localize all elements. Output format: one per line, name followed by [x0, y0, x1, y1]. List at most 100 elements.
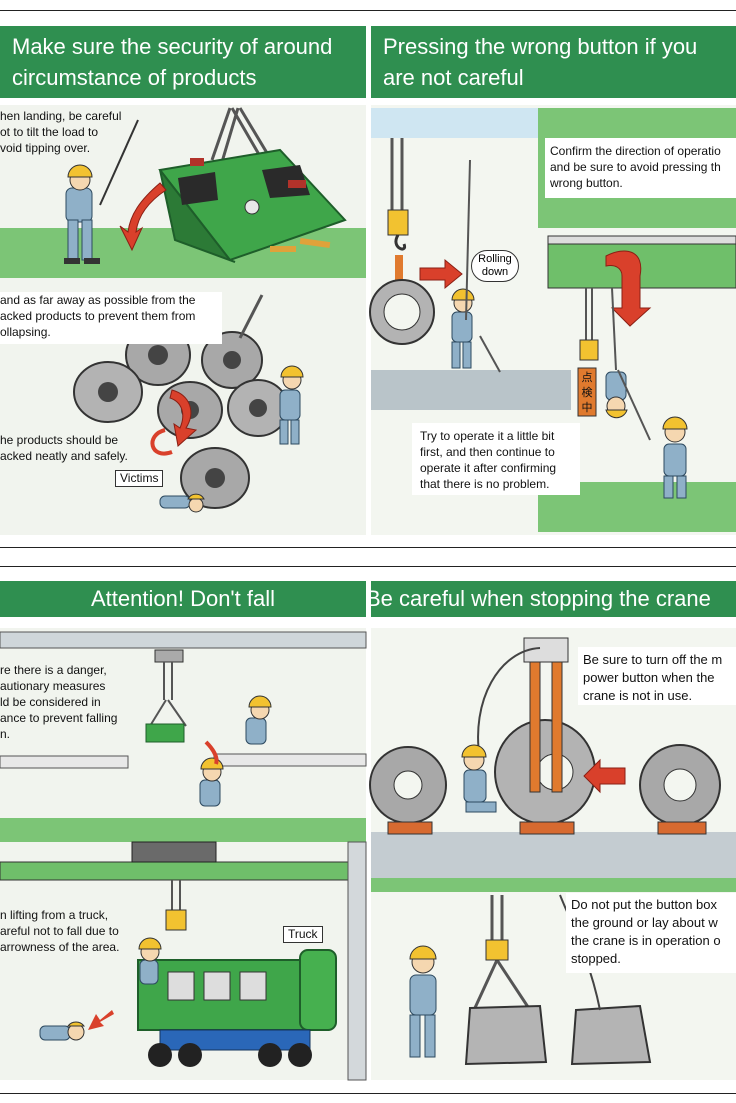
worker-icon-1	[64, 119, 139, 264]
red-arrow-icon-4	[605, 250, 652, 327]
caption-operate-little: Try to operate it a little bit first, an…	[420, 428, 556, 492]
wood-block-2	[270, 246, 296, 252]
stone-block-icon-1	[464, 1004, 548, 1066]
caption-bg-stand	[0, 292, 222, 344]
caption-operate-line2: first, and then continue to	[420, 445, 555, 459]
red-arrow-icon-2	[169, 389, 198, 447]
caption-operate-line1: Try to operate it a little bit	[420, 429, 555, 443]
caption-turnoff-line1: Be sure to turn off the m	[583, 652, 723, 667]
header-top-right-line2: are not careful	[383, 65, 524, 90]
crane-rope-icon-2	[149, 662, 187, 727]
red-arrow-icon-3	[419, 258, 463, 290]
caption-stacked-line2: acked neatly and safely.	[0, 449, 128, 463]
caption-buttonbox-line3: the crane is in operation o	[571, 933, 721, 948]
caption-landing-line2: ot to tilt the load to	[0, 125, 99, 139]
ledge-2	[213, 753, 367, 767]
warning-sign	[577, 367, 597, 417]
header-bottom-left-text: Attention! Don't fall	[91, 586, 275, 611]
caption-danger-line2: autionary measures	[0, 679, 106, 693]
header-bottom-right-text: Be careful when stopping the crane	[371, 586, 711, 611]
falling-worker-icon	[199, 757, 224, 807]
middle-border-b	[0, 566, 736, 567]
middle-border-a	[0, 547, 736, 548]
caption-landing-line3: void tipping over.	[0, 141, 91, 155]
hook-block-3	[154, 649, 184, 663]
top-border	[0, 10, 736, 11]
truck-label: Truck	[283, 926, 323, 943]
rolling-down-line1: Rolling	[478, 253, 512, 265]
worker-icon-4	[605, 371, 628, 419]
header-top-left-line1: Make sure the security of around	[12, 34, 333, 59]
warning-sign-text: 点 検 中	[580, 370, 594, 415]
crane-rail	[547, 235, 736, 245]
caption-confirm-direction: Confirm the direction of operatio and be…	[550, 143, 721, 191]
caption-bg-buttonbox	[566, 893, 736, 973]
caption-danger-line3: ld be considered in	[0, 695, 101, 709]
crane-hook-icon-2	[585, 287, 617, 371]
caption-bg-operate	[412, 423, 580, 495]
trolley	[131, 841, 217, 863]
crane-girder	[547, 239, 736, 289]
truck-icon	[137, 949, 337, 1067]
hanging-load	[145, 723, 185, 743]
sign-char-3: 中	[581, 401, 593, 414]
caption-turnoff-line3: crane is not in use.	[583, 688, 693, 703]
caption-truck-line3: arrowness of the area.	[0, 940, 120, 954]
victims-label: Victims	[115, 470, 164, 487]
crane-rope-icon-4	[472, 895, 532, 1011]
falling-worker-icon-2	[39, 1021, 86, 1041]
caption-danger-line1: re there is a danger,	[0, 663, 107, 677]
caption-truck-lift: n lifting from a truck, areful not to fa…	[0, 907, 119, 955]
floor-band-2	[0, 818, 366, 842]
header-bottom-left: Attention! Don't fall	[0, 581, 366, 617]
header-bottom-right: Be careful when stopping the crane	[371, 581, 736, 617]
red-arrow-icon-7	[583, 758, 626, 794]
worker-icon-7	[138, 937, 162, 985]
header-top-left-line2: circumstance of products	[12, 65, 257, 90]
red-curl	[150, 428, 173, 456]
red-arrow-icon-6	[88, 1010, 114, 1030]
hook-block-4	[165, 909, 187, 931]
coil-stand-1	[387, 821, 433, 835]
caption-bg-confirm	[545, 138, 736, 198]
bottom-border	[0, 1093, 736, 1094]
caption-buttonbox-line4: stopped.	[571, 951, 621, 966]
rolling-down-line2: down	[481, 266, 509, 278]
worker-icon-3	[451, 288, 475, 369]
hook-block-2	[579, 339, 599, 361]
sling-1	[395, 255, 403, 295]
crane-hook-icon-1	[390, 138, 404, 210]
coil-stand-2	[519, 821, 575, 835]
hook-block-1	[387, 209, 409, 236]
caption-operate-line4: that there is no problem.	[420, 477, 550, 491]
hook-1	[394, 234, 407, 251]
floor-green-br	[371, 878, 736, 892]
caption-confirm-line1: Confirm the direction of operatio	[550, 144, 721, 158]
worker-icon-2	[279, 365, 304, 445]
caption-landing-line1: hen landing, be careful	[0, 109, 122, 123]
tong-arm-1	[529, 661, 541, 793]
header-top-right-line1: Pressing the wrong button if you	[383, 34, 698, 59]
caption-stacked-line1: he products should be	[0, 433, 119, 447]
caption-operate-line3: operate it after confirming	[420, 461, 557, 475]
worker-icon-8	[461, 744, 497, 813]
header-top-left: Make sure the security of around circums…	[0, 26, 366, 98]
header-top-right: Pressing the wrong button if you are not…	[371, 26, 736, 98]
pendant-cable	[465, 159, 471, 321]
caption-buttonbox-line1: Do not put the button box	[571, 897, 717, 912]
caption-danger-line5: n.	[0, 727, 11, 741]
caption-truck-line2: areful not to fall due to	[0, 924, 119, 938]
ceiling-beam	[0, 631, 367, 649]
caption-buttonbox-line2: the ground or lay about w	[571, 915, 718, 930]
pendant-cable-3	[477, 647, 541, 761]
caption-bg-turnoff	[578, 647, 736, 705]
sign-char-2: 検	[581, 386, 593, 399]
stone-block-icon-2	[570, 1004, 652, 1066]
tong-arm-2	[551, 661, 563, 793]
overhead-crane-top	[0, 861, 349, 881]
tilted-load-icon	[158, 148, 347, 263]
red-arrow-icon-5	[204, 740, 219, 765]
right-wall	[347, 841, 367, 1081]
caption-stacked: he products should be acked neatly and s…	[0, 432, 128, 464]
